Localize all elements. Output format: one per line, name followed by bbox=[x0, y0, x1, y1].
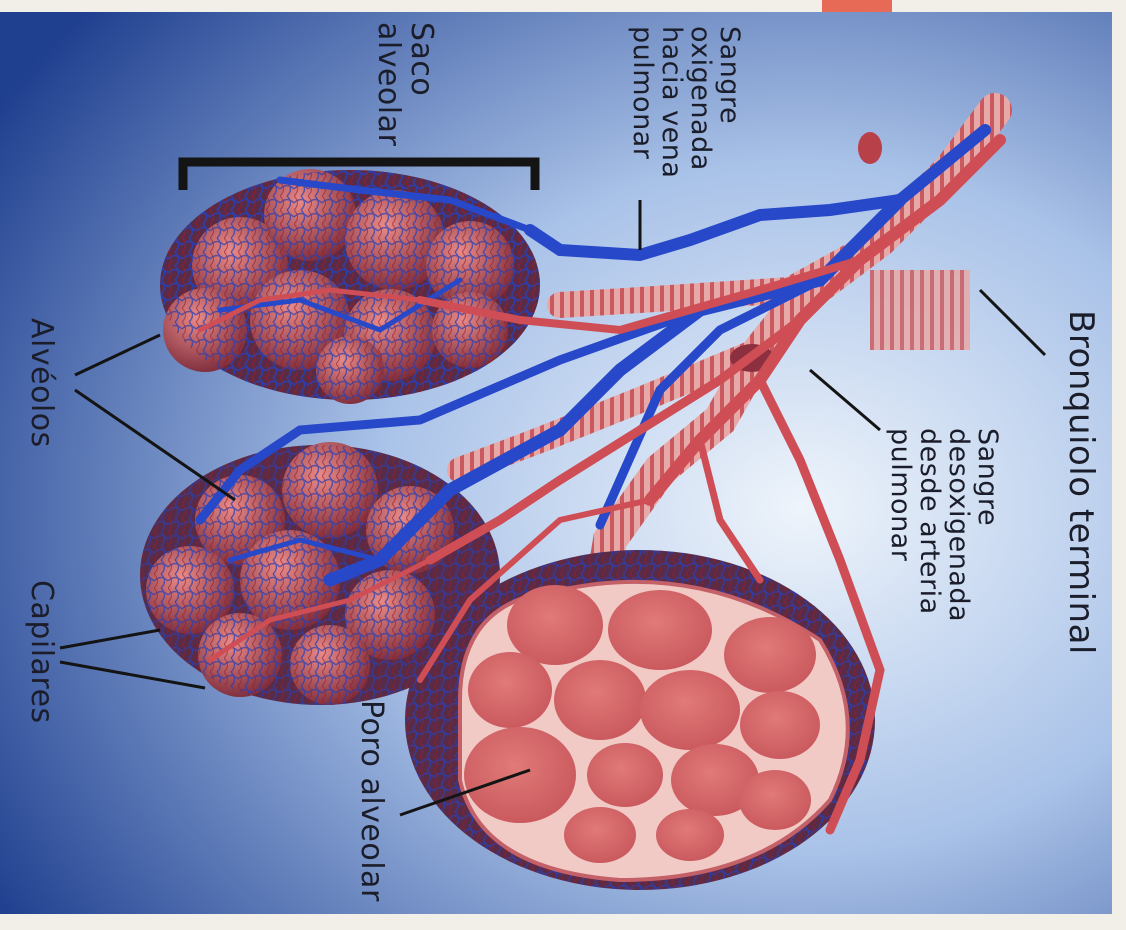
alveolus-cell bbox=[724, 617, 816, 693]
alveolus-cell bbox=[554, 660, 646, 740]
alveolus-cell bbox=[740, 691, 820, 759]
alveolus-cell bbox=[739, 770, 811, 830]
alveolus-cell bbox=[640, 670, 740, 750]
alveolus-cell bbox=[468, 652, 552, 728]
alveolus-cell bbox=[587, 743, 663, 807]
label-alveolos: Alvéolos bbox=[25, 318, 58, 448]
alveolus-cell bbox=[656, 809, 724, 861]
label-poro-alveolar: Poro alveolar bbox=[355, 700, 388, 902]
alveolar-sac-cutaway bbox=[405, 550, 875, 890]
label-sangre-oxigenada: Sangre oxigenada hacia vena pulmonar bbox=[628, 26, 744, 178]
label-saco-alveolar: Saco alveolar bbox=[372, 22, 438, 146]
alveolus-cell bbox=[564, 807, 636, 863]
label-sangre-desoxigenada: Sangre desoxigenada desde arteria pulmon… bbox=[886, 428, 1002, 622]
alveolus-cell bbox=[608, 590, 712, 670]
alveolus-cell bbox=[507, 585, 603, 665]
label-capilares: Capilares bbox=[25, 580, 58, 724]
label-bronquiolo-terminal: Bronquiolo terminal bbox=[1063, 310, 1098, 655]
